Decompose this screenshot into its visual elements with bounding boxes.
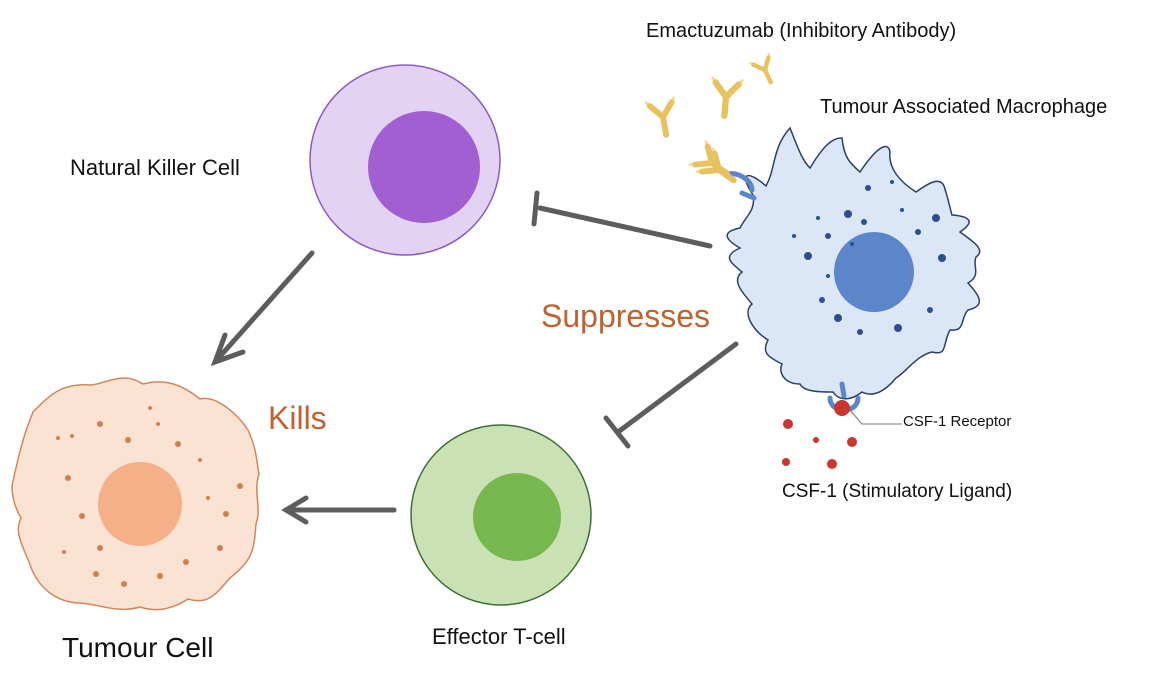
tumour-granule (206, 496, 210, 500)
nk-kills-tumour-arrow (212, 250, 315, 365)
granule (850, 242, 854, 246)
effector-t-cell (410, 424, 592, 606)
ligand-label: CSF-1 (Stimulatory Ligand) (782, 481, 1013, 502)
csf1-ligand (827, 459, 837, 469)
bound-antibody-receptor (690, 142, 757, 201)
natural-killer-cell (309, 64, 501, 256)
tumour-associated-macrophage (726, 126, 981, 400)
tumour-granule (237, 483, 243, 489)
tumour-granule (97, 421, 103, 427)
granule (825, 233, 831, 239)
kills-label: Kills (268, 400, 327, 436)
granule (819, 297, 825, 303)
tumour-granule (121, 581, 127, 587)
granule (938, 254, 946, 262)
granule (792, 234, 796, 238)
granule (861, 219, 867, 225)
granule (927, 307, 933, 313)
tumour-granule (62, 550, 66, 554)
tumour-granule (223, 511, 229, 517)
free-antibodies (646, 54, 780, 137)
tumour-cell (11, 377, 260, 611)
macrophage-suppresses-tcell-inhibitor (615, 341, 739, 435)
tumour-granule (198, 458, 202, 462)
granule (890, 180, 894, 184)
effector-t-cell-label: Effector T-cell (432, 624, 566, 649)
tumour-granule (175, 441, 181, 447)
natural-killer-cell-label: Natural Killer Cell (70, 155, 240, 180)
tumour-granule (97, 545, 103, 551)
granule (894, 324, 902, 332)
granule (932, 214, 940, 222)
tumour-granule (157, 573, 163, 579)
granule (900, 208, 904, 212)
tumour-granule (79, 513, 85, 519)
arrows (210, 190, 739, 525)
antibody-label: Emactuzumab (Inhibitory Antibody) (646, 20, 957, 42)
tumour-cell-label: Tumour Cell (62, 632, 214, 663)
csf1-ligand (783, 419, 793, 429)
granule (844, 210, 852, 218)
tumour-granule (56, 436, 60, 440)
granule (826, 274, 830, 278)
suppresses-label: Suppresses (541, 298, 710, 334)
tumour-granule (65, 475, 71, 481)
csf1-receptor (827, 381, 902, 425)
csf1-ligand (813, 437, 819, 443)
granule (865, 185, 871, 191)
granule (816, 216, 820, 220)
tumour-granule (70, 434, 74, 438)
receptor-label: CSF-1 Receptor (903, 413, 1012, 430)
tumour-granule (93, 571, 99, 577)
macrophage-label: Tumour Associated Macrophage (820, 96, 1108, 118)
tumour-granule (156, 422, 160, 426)
csf1-ligand (782, 458, 790, 466)
granule (915, 229, 921, 235)
tumour-granule (217, 545, 223, 551)
granule (804, 252, 812, 260)
tumour-granule (125, 437, 131, 443)
granule (857, 329, 863, 335)
csf1-ligands (782, 419, 857, 469)
macrophage-suppresses-nk-inhibitor (537, 205, 713, 249)
csf1-ligand (847, 437, 857, 447)
tumour-granule (183, 559, 189, 565)
granule (834, 314, 842, 322)
tumour-granule (148, 406, 152, 410)
